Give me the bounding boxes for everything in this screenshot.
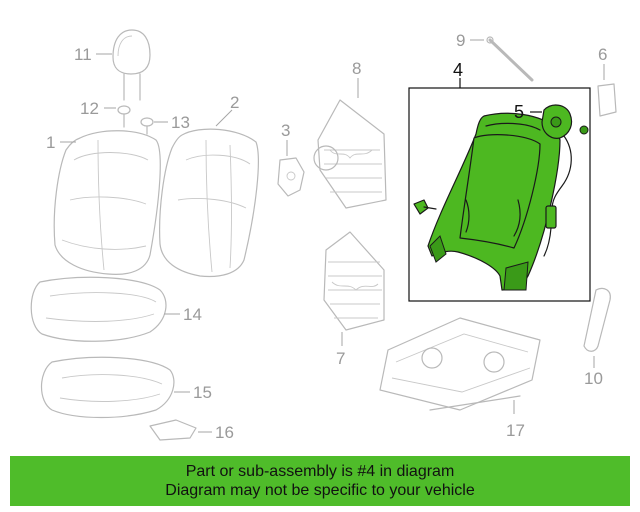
part-4-seatback-frame[interactable]	[427, 112, 561, 291]
callout-8: 8	[352, 59, 361, 78]
callout-1: 1	[46, 133, 55, 152]
part-16-sensor[interactable]	[149, 419, 197, 441]
callout-2: 2	[230, 93, 239, 112]
part-14-cushion-cover[interactable]	[30, 276, 167, 342]
banner-line-1: Part or sub-assembly is #4 in diagram	[185, 463, 455, 480]
callout-7: 7	[336, 349, 345, 368]
part-12-guide[interactable]	[117, 105, 131, 128]
callout-11: 11	[74, 45, 92, 64]
callout-16: 16	[215, 423, 234, 442]
callout-3: 3	[281, 121, 290, 140]
part-2-seatback-pad[interactable]	[159, 128, 259, 278]
part-13-guide[interactable]	[140, 117, 154, 135]
callout-5: 5	[514, 102, 524, 122]
part-1-seatback-cover[interactable]	[53, 130, 161, 275]
callout-9: 9	[456, 31, 465, 50]
part-10-side-trim[interactable]	[583, 287, 611, 352]
part-3-bracket[interactable]	[277, 157, 305, 197]
callout-6: 6	[598, 45, 607, 64]
part-4-bolt[interactable]	[413, 199, 437, 215]
part-11-headrest[interactable]	[112, 29, 151, 101]
callout-15: 15	[193, 383, 212, 402]
part-6-cover[interactable]	[597, 83, 617, 117]
callout-13: 13	[171, 113, 190, 132]
callout-12: 12	[80, 99, 99, 118]
callout-4: 4	[453, 60, 463, 80]
part-17-seat-track[interactable]	[379, 317, 541, 411]
parts-diagram: 11 12 13 1 2 3	[30, 29, 617, 442]
part-9-rod[interactable]	[486, 36, 534, 82]
callout-17: 17	[506, 421, 525, 440]
callout-14: 14	[183, 305, 202, 324]
part-7-spring-assembly[interactable]	[323, 231, 385, 331]
info-banner: Part or sub-assembly is #4 in diagram Di…	[10, 456, 630, 506]
part-5-recliner-assembly[interactable]	[541, 104, 589, 257]
banner-line-2: Diagram may not be specific to your vehi…	[165, 482, 475, 499]
part-8-spring-assembly[interactable]	[313, 99, 387, 209]
callout-10: 10	[584, 369, 603, 388]
part-15-cushion-pad[interactable]	[40, 356, 175, 419]
